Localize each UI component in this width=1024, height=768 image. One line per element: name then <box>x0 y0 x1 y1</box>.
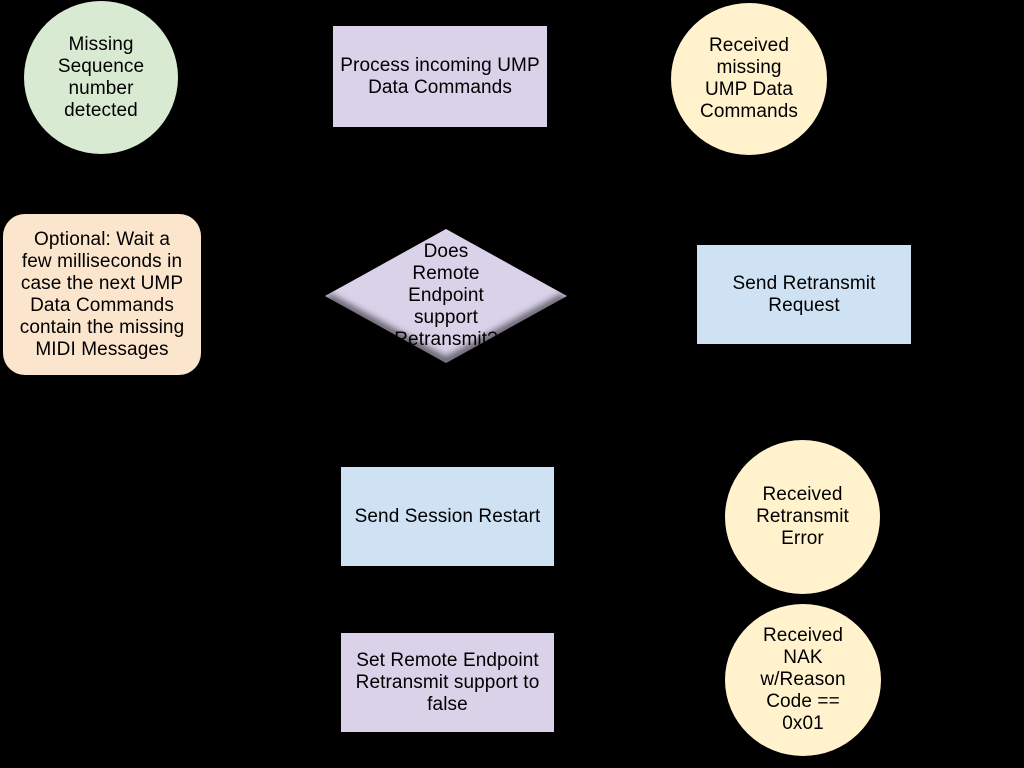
node-label: Missing Sequence number detected <box>57 33 145 121</box>
node-label: Send Retransmit Request <box>732 272 876 316</box>
node-received-nak-reason-code-0x01: Received NAK w/Reason Code == 0x01 <box>725 604 881 756</box>
node-process-incoming-ump-data-commands: Process incoming UMP Data Commands <box>333 26 547 127</box>
node-received-missing-ump-data-commands: Received missing UMP Data Commands <box>671 3 827 155</box>
node-received-retransmit-error: Received Retransmit Error <box>725 440 880 594</box>
diamond-shape: Does Remote Endpoint support Retransmit? <box>325 229 567 363</box>
node-does-remote-endpoint-support-retransmit: Does Remote Endpoint support Retransmit? <box>325 229 567 363</box>
node-label: Optional: Wait a few milliseconds in cas… <box>19 228 185 360</box>
node-label: Received missing UMP Data Commands <box>700 35 798 122</box>
node-label: Send Session Restart <box>354 505 541 527</box>
node-set-remote-endpoint-retransmit-support-false: Set Remote Endpoint Retransmit support t… <box>341 633 554 732</box>
node-send-retransmit-request: Send Retransmit Request <box>697 245 911 344</box>
node-send-session-restart: Send Session Restart <box>341 467 554 566</box>
node-missing-sequence-detected: Missing Sequence number detected <box>24 1 178 154</box>
node-optional-wait-milliseconds: Optional: Wait a few milliseconds in cas… <box>3 214 201 375</box>
node-label: Received NAK w/Reason Code == 0x01 <box>760 625 846 734</box>
node-label: Process incoming UMP Data Commands <box>340 54 540 98</box>
node-label: Set Remote Endpoint Retransmit support t… <box>355 649 540 715</box>
node-label: Received Retransmit Error <box>756 484 849 549</box>
node-label: Does Remote Endpoint support Retransmit? <box>394 241 498 350</box>
